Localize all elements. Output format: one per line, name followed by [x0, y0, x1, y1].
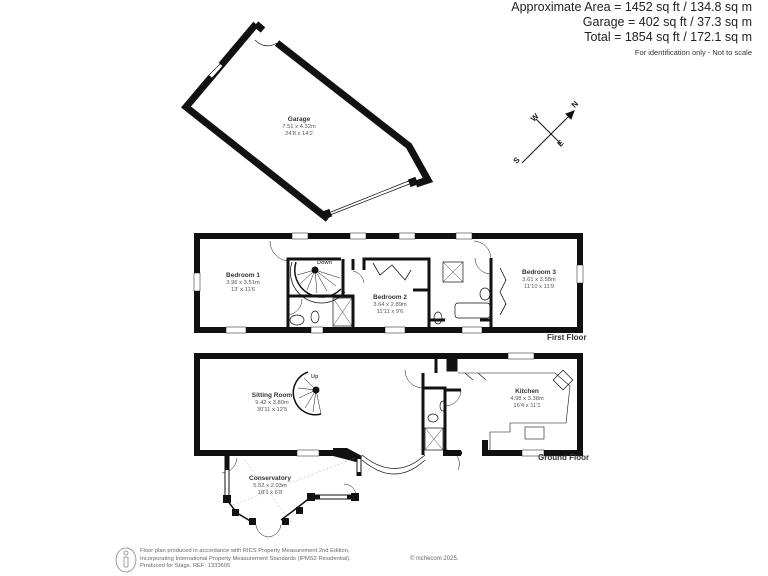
footer-line-2: Incorporating International Property Mea… — [140, 555, 351, 562]
room-kitchen: Kitchen 4.98 x 3.38m 16'4 x 11'1 — [510, 388, 544, 410]
conservatory-plan — [223, 456, 362, 538]
footer-disclaimer: Floor plan produced in accordance with R… — [140, 548, 351, 571]
total-area: Total = 1854 sq ft / 172.1 sq m — [584, 30, 752, 44]
footer-copyright: © nichecom 2025. — [410, 556, 459, 562]
room-metric: 3.64 x 2.89m — [373, 302, 407, 308]
room-metric: 3.61 x 3.58m — [522, 277, 556, 283]
footer-line-3: Produced for Stags. REF: 1333605 — [140, 563, 231, 569]
room-metric: 4.98 x 3.38m — [510, 396, 544, 402]
room-metric: 7.51 x 4.32m — [282, 124, 316, 130]
room-name: Kitchen — [515, 388, 539, 395]
room-conservatory: Conservatory 5.52 x 2.03m 18'1 x 6'8 — [249, 475, 291, 497]
room-name: Bedroom 3 — [522, 269, 556, 276]
room-imperial: 11'10 x 11'9 — [523, 284, 555, 290]
room-bedroom-1: Bedroom 1 3.96 x 3.51m 13' x 11'6 — [226, 272, 260, 294]
spiral-stair-ground — [292, 371, 322, 416]
first-floor-plan — [193, 232, 584, 334]
scale-disclaimer: For identification only - Not to scale — [634, 48, 752, 57]
room-imperial: 18'1 x 6'8 — [257, 490, 283, 496]
stair-up-label: Up — [311, 374, 319, 380]
compass-icon — [521, 110, 575, 164]
room-sitting-room: Sitting Room 9.42 x 3.80m 30'11 x 12'5 — [252, 392, 292, 414]
room-name: Bedroom 2 — [373, 294, 407, 301]
room-imperial: 16'4 x 11'1 — [513, 403, 541, 409]
room-name: Sitting Room — [251, 392, 293, 399]
room-metric: 3.96 x 3.51m — [226, 280, 260, 286]
room-name: Conservatory — [249, 475, 291, 482]
room-metric: 9.42 x 3.80m — [255, 400, 289, 406]
ground-floor-label: Ground Floor — [538, 453, 590, 462]
room-bedroom-3: Bedroom 3 3.61 x 3.58m 11'10 x 11'9 — [522, 269, 556, 291]
ground-floor-plan — [194, 352, 583, 475]
area-summary: Approximate Area = 1452 sq ft / 134.8 sq… — [511, 0, 752, 60]
room-imperial: 24'8 x 14'2 — [285, 131, 313, 137]
approximate-area: Approximate Area = 1452 sq ft / 134.8 sq… — [511, 0, 752, 14]
garage-area: Garage = 402 sq ft / 37.3 sq m — [582, 15, 752, 29]
garage-plan — [180, 21, 434, 222]
room-bedroom-2: Bedroom 2 3.64 x 2.89m 11'11 x 9'6 — [373, 294, 407, 316]
spiral-stair-first — [289, 261, 346, 304]
footer-line-1: Floor plan produced in accordance with R… — [140, 548, 350, 554]
room-garage: Garage 7.51 x 4.32m 24'8 x 14'2 — [282, 116, 316, 138]
stair-down-label: Down — [317, 260, 332, 266]
room-imperial: 11'11 x 9'6 — [376, 309, 404, 315]
first-floor-label: First Floor — [547, 333, 587, 342]
info-person-icon — [115, 547, 137, 573]
room-imperial: 13' x 11'6 — [230, 287, 256, 293]
room-name: Garage — [287, 116, 311, 123]
room-imperial: 30'11 x 12'5 — [256, 407, 288, 413]
room-name: Bedroom 1 — [226, 272, 260, 279]
room-metric: 5.52 x 2.03m — [253, 483, 287, 489]
